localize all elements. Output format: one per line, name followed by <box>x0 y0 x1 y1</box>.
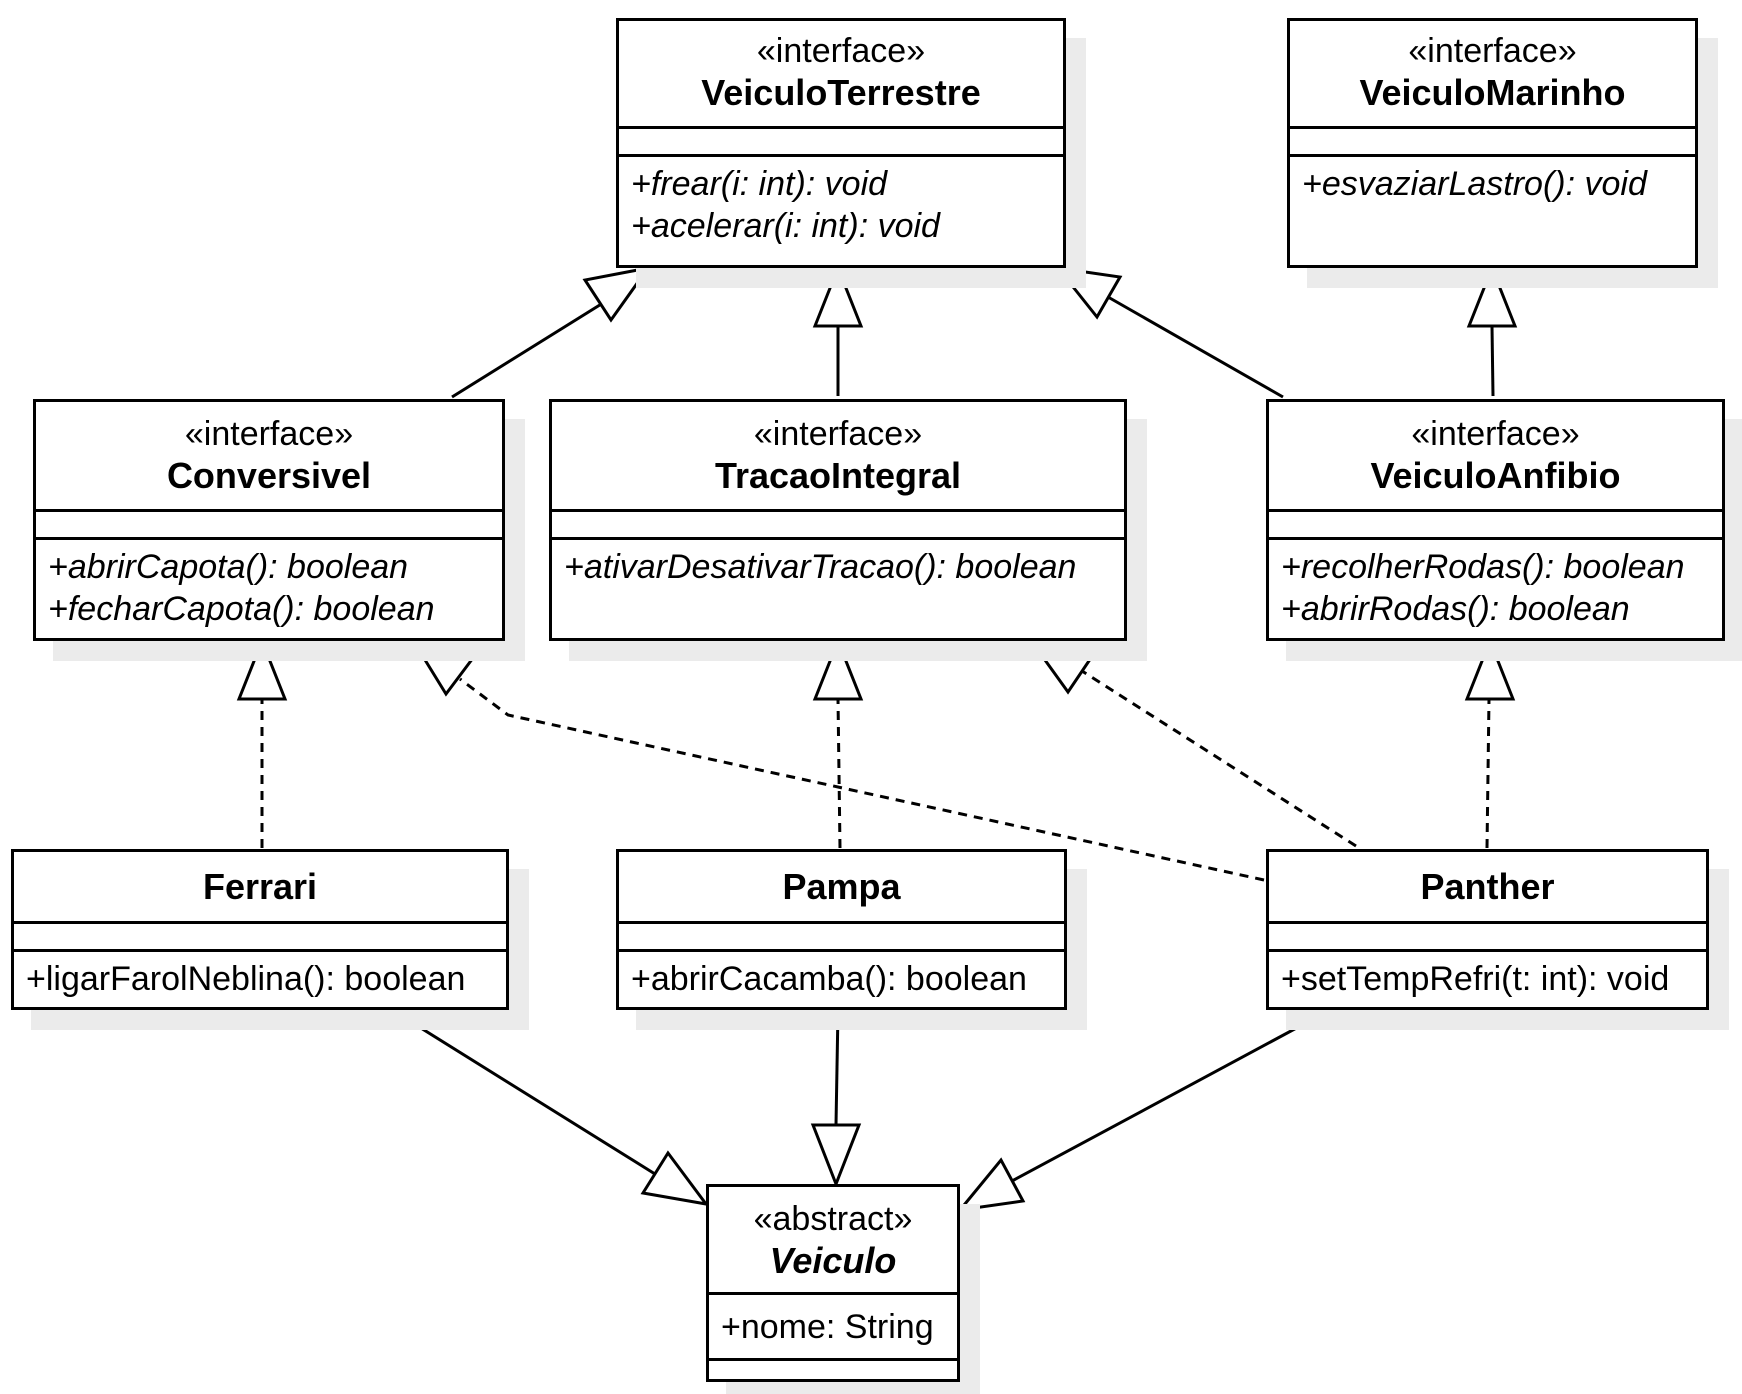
class-header: «interface» TracaoIntegral <box>552 402 1124 512</box>
arrowhead-terrestre-left <box>582 265 652 323</box>
class-header: Ferrari <box>14 852 506 924</box>
operation: +setTempRefri(t: int): void <box>1281 960 1670 998</box>
class-panther[interactable]: Panther +setTempRefri(t: int): void <box>1266 849 1709 1010</box>
attributes-compartment <box>552 512 1124 540</box>
panther-realizes-tracao <box>1081 669 1357 848</box>
attributes-compartment <box>619 129 1063 157</box>
arrowhead-veiculo-left <box>640 1150 710 1207</box>
attributes-compartment <box>1269 924 1706 952</box>
attributes-compartment <box>1269 512 1722 540</box>
anfibio-extends-marinho <box>1490 325 1495 397</box>
operations-compartment: +frear(i: int): void +acelerar(i: int): … <box>619 157 1063 247</box>
class-name: TracaoIntegral <box>714 455 962 496</box>
operation: +abrirCacamba(): boolean <box>631 960 1027 998</box>
operation: +frear(i: int): void <box>631 165 888 203</box>
stereotype-label: «interface» <box>753 415 923 453</box>
arrowhead-veiculo-right <box>956 1157 1026 1213</box>
operations-compartment: +abrirCapota(): boolean +fecharCapota():… <box>36 540 502 630</box>
class-name: Conversivel <box>166 455 372 496</box>
arrowhead-marinho <box>1466 263 1518 328</box>
class-conversivel[interactable]: «interface» Conversivel +abrirCapota(): … <box>33 399 505 641</box>
arrowhead-tracao-panther <box>1028 639 1098 695</box>
operation: +ativarDesativarTracao(): boolean <box>564 548 1077 586</box>
operation: +ligarFarolNeblina(): boolean <box>26 960 466 998</box>
arrowhead-terrestre-right <box>1054 265 1123 320</box>
panther-realizes-anfibio <box>1485 698 1491 849</box>
attribute: +nome: String <box>721 1308 934 1346</box>
class-name: VeiculoAnfibio <box>1370 455 1621 496</box>
attributes-compartment: +nome: String <box>709 1295 957 1361</box>
class-pampa[interactable]: Pampa +abrirCacamba(): boolean <box>616 849 1067 1010</box>
stereotype-label: «interface» <box>1411 415 1580 453</box>
stereotype-label: «interface» <box>184 415 354 453</box>
class-veiculo-anfibio[interactable]: «interface» VeiculoAnfibio +recolherRoda… <box>1266 399 1725 641</box>
class-header: «abstract» Veiculo <box>709 1187 957 1295</box>
stereotype-label: «interface» <box>1408 32 1577 70</box>
operation: +recolherRodas(): boolean <box>1281 548 1685 586</box>
attributes-compartment <box>14 924 506 952</box>
class-name: Pampa <box>782 865 901 907</box>
class-header: «interface» VeiculoAnfibio <box>1269 402 1722 512</box>
operation: +fecharCapota(): boolean <box>48 590 435 628</box>
class-name: Panther <box>1420 865 1555 907</box>
class-header: Panther <box>1269 852 1706 924</box>
attributes-compartment <box>619 924 1064 952</box>
ferrari-extends-veiculo <box>391 1008 656 1176</box>
operations-compartment: +ativarDesativarTracao(): boolean <box>552 540 1124 588</box>
class-name: Veiculo <box>769 1240 897 1281</box>
class-name: Ferrari <box>202 865 318 907</box>
arrowhead-anfibio-panther <box>1464 636 1516 701</box>
attributes-compartment <box>1290 129 1695 157</box>
class-veiculo-marinho[interactable]: «interface» VeiculoMarinho +esvaziarLast… <box>1287 18 1698 268</box>
operation: +abrirCapota(): boolean <box>48 548 409 586</box>
class-header: Pampa <box>619 852 1064 924</box>
operation: +abrirRodas(): boolean <box>1281 590 1630 628</box>
attributes-compartment <box>36 512 502 540</box>
class-ferrari[interactable]: Ferrari +ligarFarolNeblina(): boolean <box>11 849 509 1010</box>
class-header: «interface» Conversivel <box>36 402 502 512</box>
operation: +acelerar(i: int): void <box>631 207 940 245</box>
operations-compartment: +ligarFarolNeblina(): boolean <box>14 952 506 1000</box>
arrowhead-veiculo-middle <box>810 1123 862 1189</box>
operations-compartment: +recolherRodas(): boolean +abrirRodas():… <box>1269 540 1722 630</box>
panther-realizes-conversivel <box>459 677 1265 882</box>
operations-compartment: +setTempRefri(t: int): void <box>1269 952 1706 1000</box>
class-tracao-integral[interactable]: «interface» TracaoIntegral +ativarDesati… <box>549 399 1127 641</box>
arrowhead-conversivel-ferrari <box>236 636 288 701</box>
class-header: «interface» VeiculoMarinho <box>1290 21 1695 129</box>
operations-compartment: +abrirCacamba(): boolean <box>619 952 1064 1000</box>
operations-compartment: +esvaziarLastro(): void <box>1290 157 1695 205</box>
class-veiculo[interactable]: «abstract» Veiculo +nome: String <box>706 1184 960 1382</box>
conversivel-extends-terrestre <box>451 296 612 399</box>
arrowhead-tracao-pampa <box>812 636 864 701</box>
operation: +esvaziarLastro(): void <box>1302 165 1647 203</box>
anfibio-extends-terrestre <box>1107 295 1284 399</box>
class-header: «interface» VeiculoTerrestre <box>619 21 1063 129</box>
stereotype-label: «interface» <box>756 32 926 70</box>
panther-extends-veiculo <box>1011 1008 1331 1183</box>
pampa-realizes-tracao <box>836 698 842 849</box>
class-veiculo-terrestre[interactable]: «interface» VeiculoTerrestre +frear(i: i… <box>616 18 1066 268</box>
pampa-extends-veiculo <box>834 1009 840 1126</box>
arrowhead-terrestre-middle <box>812 263 864 328</box>
stereotype-label: «abstract» <box>753 1200 913 1238</box>
arrowhead-conversivel-panther <box>410 639 476 697</box>
class-name: VeiculoTerrestre <box>701 72 981 113</box>
class-name: VeiculoMarinho <box>1359 72 1626 113</box>
